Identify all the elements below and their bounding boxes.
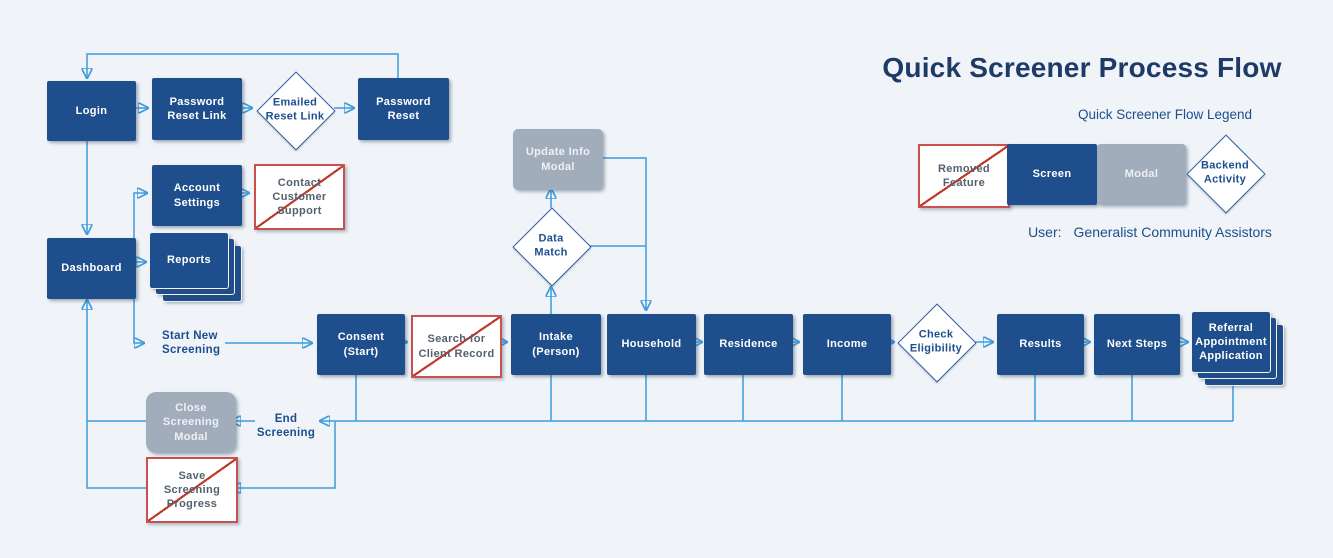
node-intake-person[interactable]: Intake (Person) xyxy=(511,314,601,375)
stack-front: Referral Appointment Application xyxy=(1191,311,1271,373)
user-line: User: Generalist Community Assistors xyxy=(1000,224,1300,240)
node-search-for-client-record[interactable]: Search for Client Record xyxy=(411,315,502,378)
node-results-label: Results xyxy=(1019,338,1062,351)
edge-password-reset-login xyxy=(87,53,399,78)
node-reports[interactable]: Reports xyxy=(149,232,242,302)
node-consent-start-label: Consent (Start) xyxy=(337,331,385,358)
node-emailed-reset-link-label: Emailed Reset Link xyxy=(265,96,325,122)
node-emailed-reset-link[interactable]: Emailed Reset Link xyxy=(256,71,336,151)
node-login-label: Login xyxy=(75,104,108,117)
node-referral-appointment-application[interactable]: Referral Appointment Application xyxy=(1191,311,1284,386)
node-account-settings-label: Account Settings xyxy=(173,182,221,209)
legend-removed-feature: Removed Feature xyxy=(918,144,1010,208)
node-referral-label: Referral Appointment Application xyxy=(1195,321,1267,363)
node-income-label: Income xyxy=(826,338,868,351)
node-dashboard[interactable]: Dashboard xyxy=(47,238,136,299)
label-end-screening: End Screening xyxy=(252,412,320,441)
end-screening-text: End Screening xyxy=(256,413,316,440)
node-consent-start[interactable]: Consent (Start) xyxy=(317,314,405,375)
node-account-settings[interactable]: Account Settings xyxy=(152,165,242,226)
node-save-screening-progress[interactable]: Save Screening Progress xyxy=(146,457,238,523)
node-update-info-modal-label: Update Info Modal xyxy=(525,146,591,173)
node-household[interactable]: Household xyxy=(607,314,696,375)
node-dashboard-label: Dashboard xyxy=(61,262,122,275)
node-close-screening-modal-label: Close Screening Modal xyxy=(162,402,220,443)
page-title: Quick Screener Process Flow xyxy=(872,52,1292,84)
node-password-reset[interactable]: Password Reset xyxy=(358,78,449,140)
legend-removed-feature-label: Removed Feature xyxy=(938,162,990,189)
node-password-reset-label: Password Reset xyxy=(376,95,431,122)
page-title-text: Quick Screener Process Flow xyxy=(882,52,1282,83)
node-residence[interactable]: Residence xyxy=(704,314,793,375)
node-password-reset-link-label: Password Reset Link xyxy=(167,95,227,122)
start-new-screening-text: Start New Screening xyxy=(162,330,221,357)
node-results[interactable]: Results xyxy=(997,314,1084,375)
node-close-screening-modal[interactable]: Close Screening Modal xyxy=(146,392,236,453)
legend-backend-activity: Backend Activity xyxy=(1186,134,1266,214)
node-search-for-client-record-label: Search for Client Record xyxy=(418,333,495,360)
node-check-eligibility-label: Check Eligibility xyxy=(909,328,963,354)
node-contact-customer-support-label: Contact Customer Support xyxy=(272,176,327,218)
node-next-steps-label: Next Steps xyxy=(1106,338,1168,351)
legend-modal-label: Modal xyxy=(1124,168,1159,181)
legend-screen-label: Screen xyxy=(1032,168,1072,181)
edge-save-progress-dashboard xyxy=(87,300,146,489)
legend-heading: Quick Screener Flow Legend xyxy=(1040,107,1290,122)
edge-end-screening-save-progress xyxy=(231,421,336,488)
node-data-match-label: Data Match xyxy=(534,232,568,258)
node-save-screening-progress-label: Save Screening Progress xyxy=(163,469,221,511)
node-check-eligibility[interactable]: Check Eligibility xyxy=(897,303,977,383)
node-update-info-modal[interactable]: Update Info Modal xyxy=(513,129,603,190)
node-residence-label: Residence xyxy=(719,338,778,351)
user-value: Generalist Community Assistors xyxy=(1073,224,1272,240)
label-start-new-screening: Start New Screening xyxy=(162,329,228,358)
node-password-reset-link[interactable]: Password Reset Link xyxy=(152,78,242,140)
node-intake-person-label: Intake (Person) xyxy=(532,331,580,358)
edge-update-modal-household xyxy=(593,157,646,310)
user-label: User: xyxy=(1028,224,1062,240)
node-income[interactable]: Income xyxy=(803,314,891,375)
node-next-steps[interactable]: Next Steps xyxy=(1094,314,1180,375)
node-reports-label: Reports xyxy=(166,254,211,267)
node-contact-customer-support[interactable]: Contact Customer Support xyxy=(254,164,345,230)
node-data-match[interactable]: Data Match xyxy=(512,207,592,287)
legend-modal: Modal xyxy=(1097,144,1186,205)
legend-backend-activity-label: Backend Activity xyxy=(1201,159,1249,185)
legend-screen: Screen xyxy=(1007,144,1097,205)
legend-heading-text: Quick Screener Flow Legend xyxy=(1077,107,1253,122)
node-login[interactable]: Login xyxy=(47,81,136,141)
node-household-label: Household xyxy=(621,338,682,351)
stack-front: Reports xyxy=(149,232,229,289)
